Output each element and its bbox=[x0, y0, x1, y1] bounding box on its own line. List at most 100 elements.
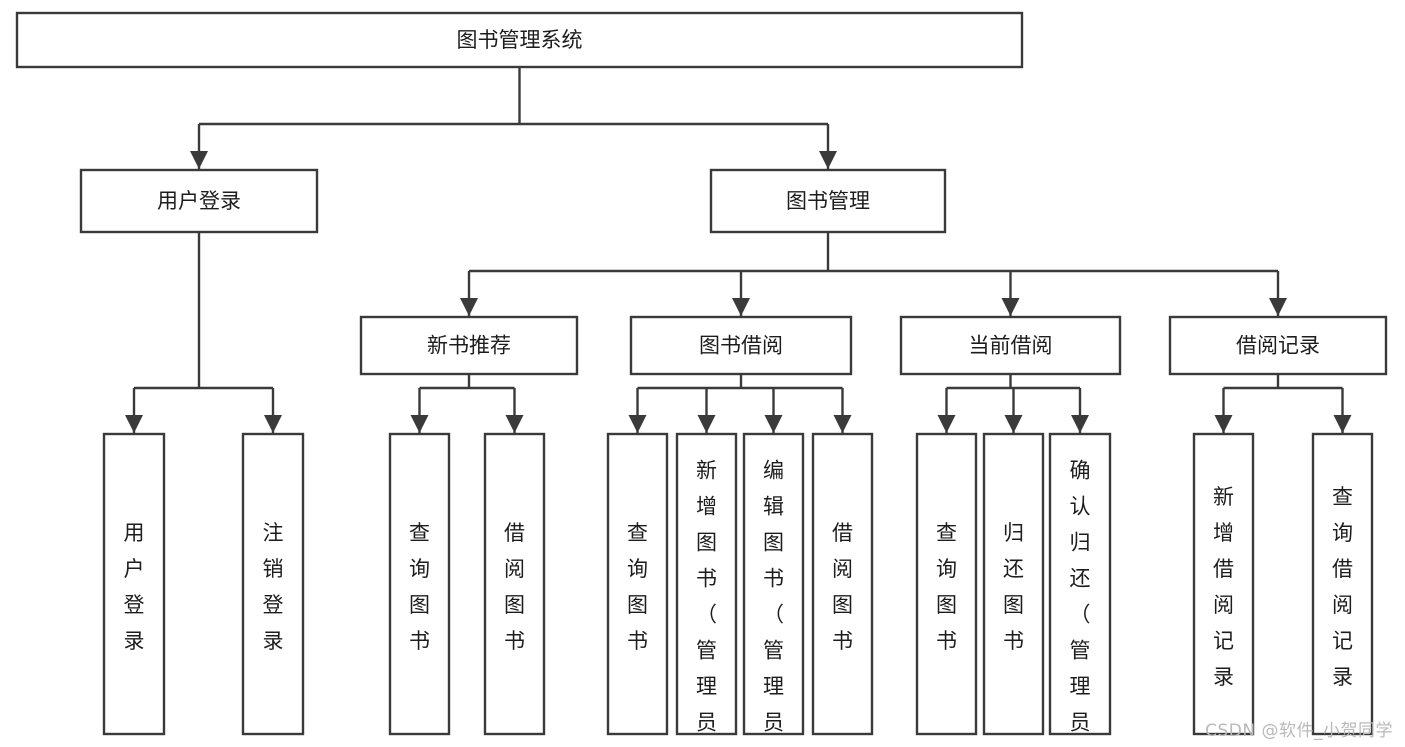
node-label-leaf-query-book-2: 询 bbox=[627, 557, 648, 581]
node-current-borrow[interactable]: 当前借阅 bbox=[899, 315, 1122, 376]
node-book-borrow[interactable]: 图书借阅 bbox=[629, 315, 853, 376]
edge-group-user-login bbox=[125, 232, 282, 433]
node-label-book-manage: 图书管理 bbox=[786, 189, 870, 213]
node-label-leaf-add-record: 阅 bbox=[1213, 593, 1234, 617]
node-book-manage[interactable]: 图书管理 bbox=[709, 168, 947, 234]
node-label-leaf-query-book-2: 书 bbox=[627, 629, 648, 653]
node-label-leaf-confirm-return: （ bbox=[1070, 603, 1091, 627]
node-root[interactable]: 图书管理系统 bbox=[15, 11, 1024, 69]
node-label-leaf-query-book-2: 图 bbox=[627, 593, 648, 617]
node-label-new-book-rec: 新书推荐 bbox=[427, 334, 511, 358]
node-label-leaf-add-record: 记 bbox=[1213, 629, 1234, 653]
node-box-book-manage bbox=[709, 168, 947, 234]
node-label-leaf-confirm-return: 还 bbox=[1070, 567, 1091, 591]
node-borrow-record[interactable]: 借阅记录 bbox=[1168, 315, 1388, 376]
node-label-current-borrow: 当前借阅 bbox=[969, 334, 1053, 358]
arrow-head-icon bbox=[1071, 415, 1089, 433]
node-label-leaf-logout: 录 bbox=[263, 629, 284, 653]
node-label-root: 图书管理系统 bbox=[457, 28, 583, 52]
node-label-leaf-add-book: 理 bbox=[696, 675, 717, 699]
node-box-leaf-edit-book bbox=[742, 432, 805, 736]
node-label-leaf-edit-book: 图 bbox=[763, 531, 784, 555]
edge-group-book-manage bbox=[460, 232, 1287, 316]
node-label-leaf-confirm-return: 认 bbox=[1070, 495, 1091, 519]
node-label-leaf-query-record: 查 bbox=[1332, 485, 1353, 509]
node-user-login[interactable]: 用户登录 bbox=[79, 168, 319, 234]
node-label-leaf-query-book-2: 查 bbox=[627, 521, 648, 545]
arrow-head-icon bbox=[125, 415, 143, 433]
node-label-leaf-query-book-3: 图 bbox=[936, 593, 957, 617]
node-box-new-book-rec bbox=[359, 315, 579, 376]
node-label-leaf-user-login: 户 bbox=[124, 557, 145, 581]
node-label-leaf-query-book-3: 查 bbox=[936, 521, 957, 545]
node-label-leaf-borrow-book-2: 借 bbox=[832, 521, 853, 545]
arrow-head-icon bbox=[190, 151, 208, 169]
node-box-leaf-add-record bbox=[1192, 432, 1255, 736]
node-box-book-borrow bbox=[629, 315, 853, 376]
node-label-user-login: 用户登录 bbox=[157, 189, 241, 213]
node-label-leaf-query-record: 记 bbox=[1332, 629, 1353, 653]
node-label-leaf-query-book-1: 图 bbox=[409, 593, 430, 617]
arrow-head-icon bbox=[628, 415, 647, 433]
node-label-leaf-query-book-1: 书 bbox=[409, 629, 430, 653]
arrow-head-icon bbox=[1004, 415, 1023, 433]
node-box-leaf-logout bbox=[241, 432, 305, 736]
edge-layer bbox=[125, 67, 1352, 433]
node-new-book-rec[interactable]: 新书推荐 bbox=[359, 315, 579, 376]
arrow-head-icon bbox=[764, 415, 783, 433]
node-box-leaf-borrow-book-1 bbox=[483, 432, 546, 736]
node-label-leaf-query-record: 录 bbox=[1332, 665, 1353, 689]
node-label-leaf-add-book: 书 bbox=[696, 567, 717, 591]
node-box-borrow-record bbox=[1168, 315, 1388, 376]
node-label-leaf-user-login: 用 bbox=[124, 521, 145, 545]
node-label-leaf-borrow-book-2: 图 bbox=[832, 593, 853, 617]
node-label-leaf-query-book-3: 询 bbox=[936, 557, 957, 581]
node-label-borrow-record: 借阅记录 bbox=[1236, 334, 1320, 358]
node-label-leaf-logout: 销 bbox=[263, 557, 284, 581]
node-label-leaf-confirm-return: 理 bbox=[1070, 675, 1091, 699]
node-label-leaf-add-book: （ bbox=[696, 603, 717, 627]
arrow-head-icon bbox=[819, 151, 837, 169]
node-label-leaf-edit-book: （ bbox=[763, 603, 784, 627]
edge-group-new-book-rec bbox=[410, 374, 524, 433]
node-label-leaf-edit-book: 编 bbox=[763, 459, 784, 483]
node-label-leaf-confirm-return: 管 bbox=[1070, 639, 1091, 663]
node-label-leaf-add-book: 图 bbox=[696, 531, 717, 555]
node-leaf-user-login[interactable]: 用户登录 bbox=[102, 432, 166, 736]
arrow-head-icon bbox=[264, 415, 282, 433]
node-label-leaf-query-book-3: 书 bbox=[936, 629, 957, 653]
node-box-current-borrow bbox=[899, 315, 1122, 376]
node-label-leaf-confirm-return: 归 bbox=[1070, 531, 1091, 555]
node-label-leaf-query-book-1: 查 bbox=[409, 521, 430, 545]
node-label-leaf-borrow-book-2: 阅 bbox=[832, 557, 853, 581]
node-box-leaf-query-book-3 bbox=[915, 432, 978, 736]
arrow-head-icon bbox=[833, 415, 852, 433]
node-box-leaf-confirm-return bbox=[1048, 432, 1112, 736]
node-label-leaf-add-book: 增 bbox=[696, 495, 717, 519]
node-label-leaf-return-book: 书 bbox=[1003, 629, 1024, 653]
node-box-user-login bbox=[79, 168, 319, 234]
node-label-leaf-borrow-book-1: 阅 bbox=[504, 557, 525, 581]
node-label-leaf-borrow-book-1: 图 bbox=[504, 593, 525, 617]
arrow-head-icon bbox=[1333, 415, 1352, 433]
arrow-head-icon bbox=[937, 415, 956, 433]
arrow-head-icon bbox=[732, 298, 750, 316]
arrow-head-icon bbox=[410, 415, 429, 433]
node-label-leaf-return-book: 图 bbox=[1003, 593, 1024, 617]
node-label-leaf-add-record: 增 bbox=[1213, 521, 1234, 545]
arrow-head-icon bbox=[1214, 415, 1233, 433]
